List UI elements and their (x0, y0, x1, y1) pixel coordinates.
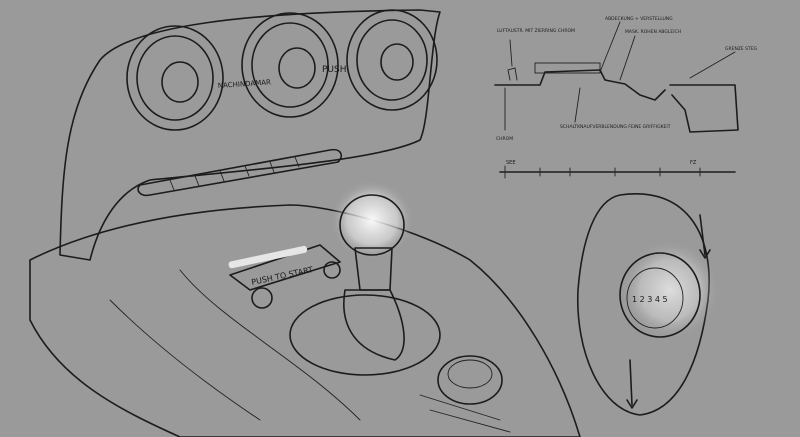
scale-ticks (504, 165, 701, 179)
profile-section (494, 62, 739, 133)
callout-right: GRENZE STEG (725, 46, 758, 52)
air-vent-right (346, 9, 438, 111)
start-button-label: PUSH TO START (251, 265, 314, 287)
detail-knob (619, 252, 701, 338)
mmi-buttons (419, 394, 511, 433)
callout-left: LUFTAUSTR. MIT ZIERRING CHROM (497, 28, 575, 34)
climate-buttons (169, 156, 300, 191)
callout-bottom-left: CHROM (496, 136, 513, 142)
shifter-well (289, 294, 441, 376)
callout-top: ABDECKUNG + VERSTELLUNG (605, 16, 673, 22)
detail-arrows (626, 214, 711, 409)
console-ridge (109, 269, 361, 421)
air-vent-left (126, 25, 224, 131)
detail-knob-label: 1 2 3 4 5 (632, 295, 668, 304)
start-glow-strip (228, 245, 308, 269)
scale-label-left: SEE (506, 160, 516, 166)
rotary-small-icon (323, 261, 341, 279)
climate-button-strip (137, 148, 342, 197)
scale-label-right: FZ (690, 160, 697, 166)
air-vent-center (241, 12, 339, 118)
mmi-dial-top (447, 359, 493, 389)
detail-bowl (576, 193, 710, 416)
gear-knob (339, 194, 405, 256)
callout-bottom-mid: SCHALTKNAUFVERBLENDUNG FEINE GRIFFIGKEIT (560, 124, 671, 130)
callout-leaders (504, 21, 736, 131)
shifter-boot (343, 289, 405, 361)
center-console (29, 204, 581, 437)
vent-label-left: NACHINDAMAR (218, 78, 272, 90)
gear-knob-stem (354, 247, 393, 291)
detail-knob-face (626, 267, 684, 329)
start-button-icon (251, 287, 273, 309)
callout-mid: MASK. ROHEN ABGLEICH (625, 29, 681, 35)
mmi-dial (437, 355, 503, 405)
gear-knob-glow (330, 180, 414, 260)
vent-label-right: PUSH (322, 65, 347, 75)
